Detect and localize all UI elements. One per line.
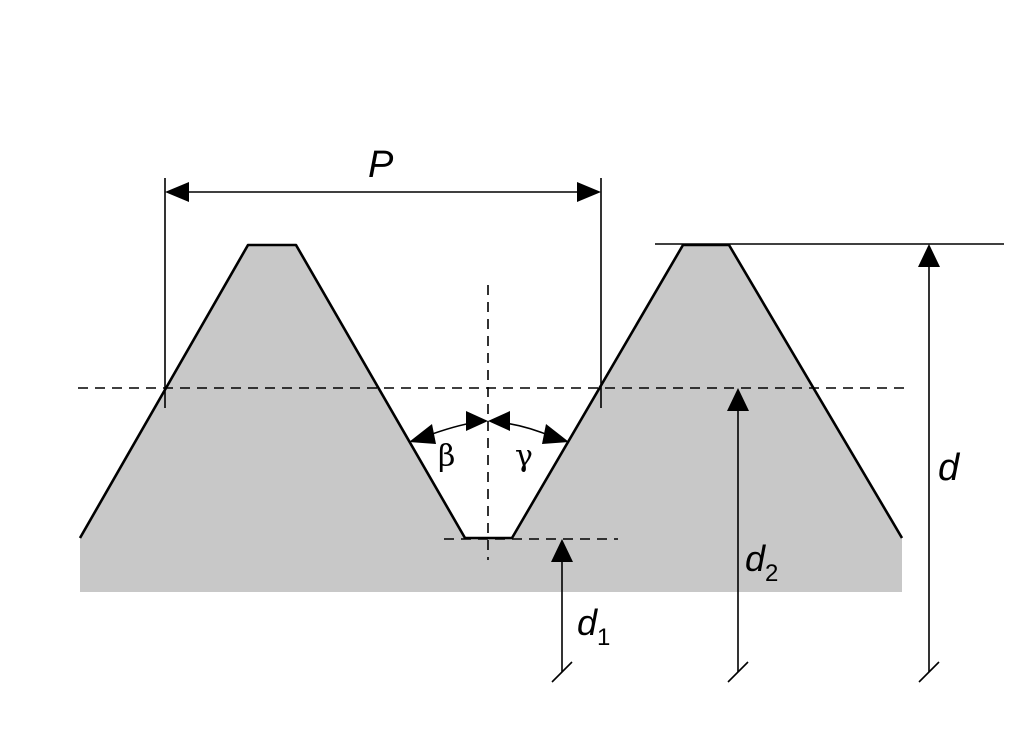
minor-diameter-label: d1 bbox=[577, 602, 610, 651]
pitch-label: P bbox=[368, 144, 394, 186]
pitch-diameter-symbol: d bbox=[745, 538, 766, 579]
minor-diameter-subscript: 1 bbox=[597, 624, 610, 651]
pitch-dimension bbox=[165, 182, 601, 202]
minor-diameter-arrow bbox=[551, 539, 573, 562]
minor-diameter-symbol: d bbox=[577, 602, 598, 643]
pitch-diameter-subscript: 2 bbox=[765, 560, 778, 587]
pitch-arrow-right bbox=[577, 182, 601, 202]
angle-gamma-arrow-left bbox=[488, 411, 510, 431]
major-diameter-dimension bbox=[918, 244, 940, 683]
angle-beta-arrow-left bbox=[409, 424, 436, 444]
major-diameter-label: d bbox=[938, 447, 961, 489]
angle-beta-label: β bbox=[438, 439, 455, 474]
pitch-diameter-label: d2 bbox=[745, 538, 778, 587]
angle-gamma-arc bbox=[488, 411, 569, 444]
angle-gamma-label: γ bbox=[515, 439, 533, 474]
minor-diameter-tick bbox=[551, 661, 573, 683]
major-diameter-arrow bbox=[918, 244, 940, 267]
major-diameter-tick bbox=[918, 661, 940, 683]
angle-gamma-arrow-right bbox=[542, 424, 569, 444]
pitch-arrow-left bbox=[165, 182, 189, 202]
angle-beta-arc bbox=[409, 411, 488, 444]
minor-diameter-dimension bbox=[551, 539, 573, 683]
thread-body bbox=[80, 245, 902, 592]
angle-beta-arrow-right bbox=[466, 411, 488, 431]
thread-outline bbox=[78, 243, 904, 540]
pitch-diameter-arrow bbox=[727, 388, 749, 411]
pitch-diameter-dimension bbox=[727, 388, 749, 683]
pitch-diameter-tick bbox=[727, 661, 749, 683]
